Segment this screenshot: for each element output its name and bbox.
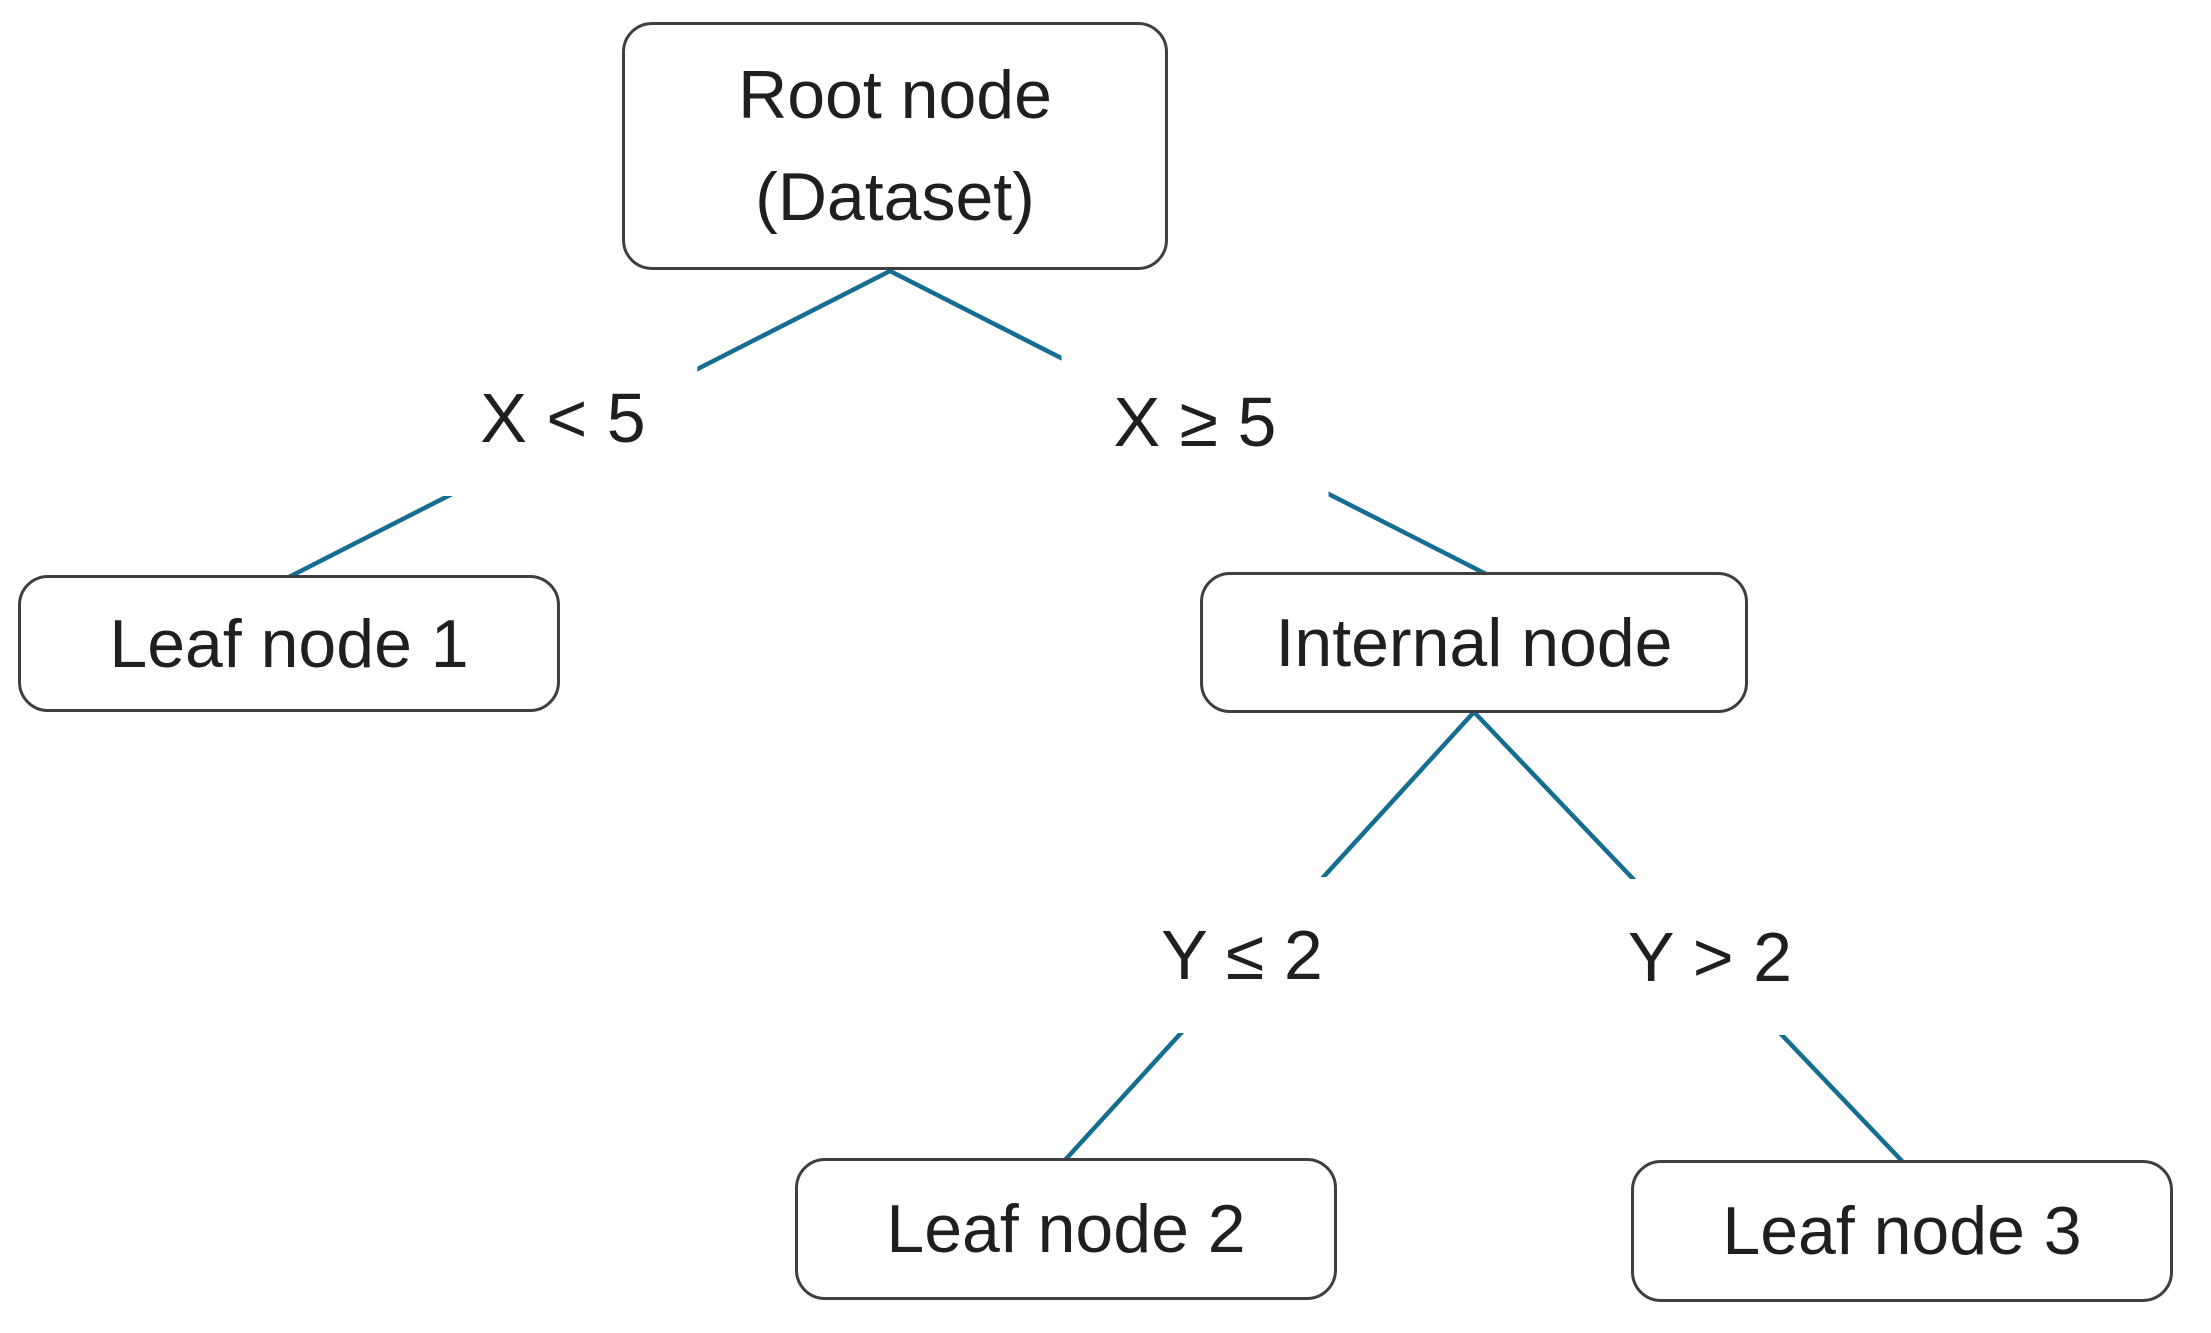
node-root-label-line2: (Dataset) [755,159,1035,235]
node-leaf-3-label: Leaf node 3 [1722,1193,2082,1269]
node-leaf-2: Leaf node 2 [795,1158,1337,1300]
node-leaf-1: Leaf node 1 [18,575,560,712]
node-internal-label: Internal node [1275,604,1673,681]
node-leaf-3: Leaf node 3 [1631,1160,2173,1302]
node-leaf-2-label: Leaf node 2 [886,1191,1246,1267]
node-leaf-1-label: Leaf node 1 [109,605,469,682]
node-root-label-line1: Root node [738,57,1052,133]
edge-label-x-less-than-5: X < 5 [428,340,698,496]
edge-label-y-greater-than-2: Y > 2 [1575,879,1845,1035]
edge-label-x-greater-equal-5: X ≥ 5 [1061,344,1329,500]
node-root: Root node (Dataset) [622,22,1168,270]
node-internal: Internal node [1200,572,1748,713]
edge-label-y-less-equal-2: Y ≤ 2 [1109,877,1375,1033]
